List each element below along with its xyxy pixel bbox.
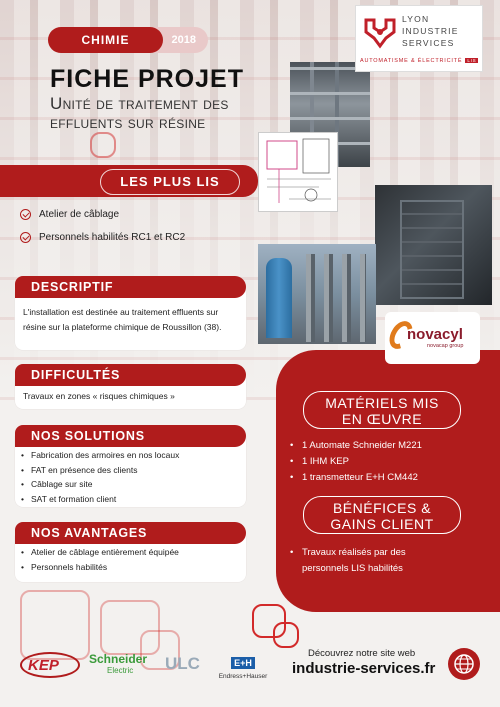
decorative-square — [90, 132, 116, 158]
avantages-heading: NOS AVANTAGES — [15, 522, 246, 544]
plus-lis-item-text: Atelier de câblage — [39, 209, 120, 220]
schneider-logo-text: Schneider — [89, 652, 148, 666]
category-label: CHIMIE — [48, 27, 163, 53]
descriptif-text: L'installation est destinée au traitemen… — [23, 307, 222, 332]
year-label: 2018 — [171, 34, 196, 46]
schneider-logo: Schneider Electric — [89, 652, 148, 676]
category-pill: CHIMIE 2018 — [48, 27, 208, 53]
solutions-item: Câblage sur site — [21, 477, 241, 492]
eh-name: Endress+Hauser — [218, 673, 268, 680]
plus-lis-item: Personnels habilités RC1 et RC2 — [20, 232, 185, 243]
materiels-item: 1 transmetteur E+H CM442 — [290, 470, 422, 486]
difficultes-heading: DIFFICULTÉS — [15, 364, 246, 386]
solutions-item: FAT en présence des clients — [21, 463, 241, 478]
eh-mark: E+H — [231, 657, 255, 669]
materiels-heading: MATÉRIELS MIS EN ŒUVRE — [303, 391, 461, 429]
materiels-title-line1: MATÉRIELS MIS — [325, 395, 439, 411]
website-caption: Découvrez notre site web — [308, 648, 416, 659]
descriptif-heading: DESCRIPTIF — [15, 276, 246, 298]
kep-logo: KEP — [20, 650, 82, 678]
decorative-square — [273, 622, 299, 648]
avantages-item: Personnels habilités — [21, 560, 241, 575]
plus-lis-item-text: Personnels habilités RC1 et RC2 — [39, 232, 186, 243]
ulc-logo-text: ULC — [165, 654, 200, 673]
page-subtitle: Unité de traitement des effluents sur ré… — [50, 94, 229, 132]
plus-lis-heading: LES PLUS LIS — [100, 169, 240, 195]
globe-icon[interactable] — [448, 648, 480, 680]
avantages-item: Atelier de câblage entièrement équipée — [21, 545, 241, 560]
company-name: LYON INDUSTRIE SERVICES — [402, 13, 482, 49]
materiels-title-line2: EN ŒUVRE — [341, 411, 423, 427]
treatment-unit-photo — [258, 244, 376, 344]
plus-lis-list: Atelier de câblage Personnels habilités … — [20, 209, 185, 255]
company-name-line3: SERVICES — [402, 38, 455, 48]
kep-logo-text: KEP — [28, 657, 59, 674]
benefices-title-line2: GAINS CLIENT — [330, 516, 434, 532]
solutions-heading: NOS SOLUTIONS — [15, 425, 246, 447]
decorative-square — [252, 604, 286, 638]
schneider-logo-sub: Electric — [107, 666, 134, 675]
endress-hauser-logo: E+H Endress+Hauser — [218, 653, 268, 680]
check-circle-icon — [20, 232, 31, 243]
benefices-title-line1: BÉNÉFICES & — [332, 500, 432, 516]
check-circle-icon — [20, 209, 31, 220]
page-title: FICHE PROJET — [50, 65, 244, 93]
lis-badge: LIS — [465, 58, 479, 63]
benefices-list: Travaux réalisés par des personnels LIS … — [290, 545, 450, 577]
company-name-line2: INDUSTRIE — [402, 26, 459, 36]
partner-name: novacyl — [407, 326, 463, 343]
partner-logo: novacyl novacap group — [384, 312, 480, 364]
decorative-square — [100, 600, 160, 655]
benefices-heading: BÉNÉFICES & GAINS CLIENT — [303, 496, 461, 534]
solutions-list: Fabrication des armoires en nos locaux F… — [21, 448, 241, 506]
materiels-item: 1 IHM KEP — [290, 454, 422, 470]
schematic-drawing — [258, 132, 338, 212]
difficultes-text: Travaux en zones « risques chimiques » — [23, 391, 175, 401]
plus-lis-item: Atelier de câblage — [20, 209, 185, 220]
materiels-list: 1 Automate Schneider M221 1 IHM KEP 1 tr… — [290, 438, 422, 486]
company-logo: LYON INDUSTRIE SERVICES AUTOMATISME & ÉL… — [355, 5, 483, 72]
solutions-item: Fabrication des armoires en nos locaux — [21, 448, 241, 463]
decorative-square — [140, 630, 180, 670]
partner-sub: novacap group — [427, 343, 464, 349]
ulc-logo: ULC — [161, 650, 203, 678]
avantages-list: Atelier de câblage entièrement équipée P… — [21, 545, 241, 574]
lis-logo-mark — [364, 18, 396, 49]
company-name-line1: LYON — [402, 14, 430, 24]
kep-logo-oval — [20, 652, 80, 678]
solutions-item: SAT et formation client — [21, 492, 241, 507]
electrical-cabinet-photo — [375, 185, 492, 305]
benefices-item: Travaux réalisés par des personnels LIS … — [290, 545, 450, 577]
website-link[interactable]: industrie-services.fr — [292, 660, 436, 677]
materiels-item: 1 Automate Schneider M221 — [290, 438, 422, 454]
company-tagline-text: AUTOMATISME & ÉLECTRICITÉ — [360, 58, 463, 64]
